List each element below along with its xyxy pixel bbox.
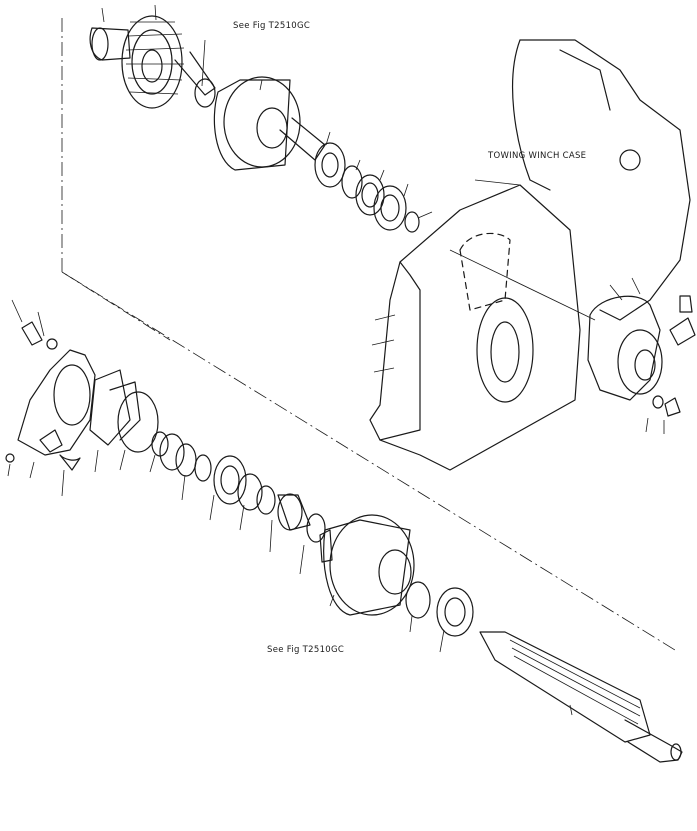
towing-winch-case — [369, 39, 691, 471]
bevel-gear — [121, 15, 185, 109]
assembly-frame — [61, 18, 676, 651]
upper-gear-assembly — [89, 4, 433, 233]
see-fig-bottom-label: See Fig T2510GC — [267, 645, 344, 655]
see-fig-top-label: See Fig T2510GC — [233, 21, 310, 31]
lower-gear-assembly — [5, 299, 683, 763]
upper-drum — [213, 76, 301, 171]
lower-drum — [319, 514, 415, 616]
splined-shaft — [479, 631, 683, 763]
towing-winch-case-label: TOWING WINCH CASE — [487, 151, 586, 161]
cover-plate — [449, 249, 696, 434]
